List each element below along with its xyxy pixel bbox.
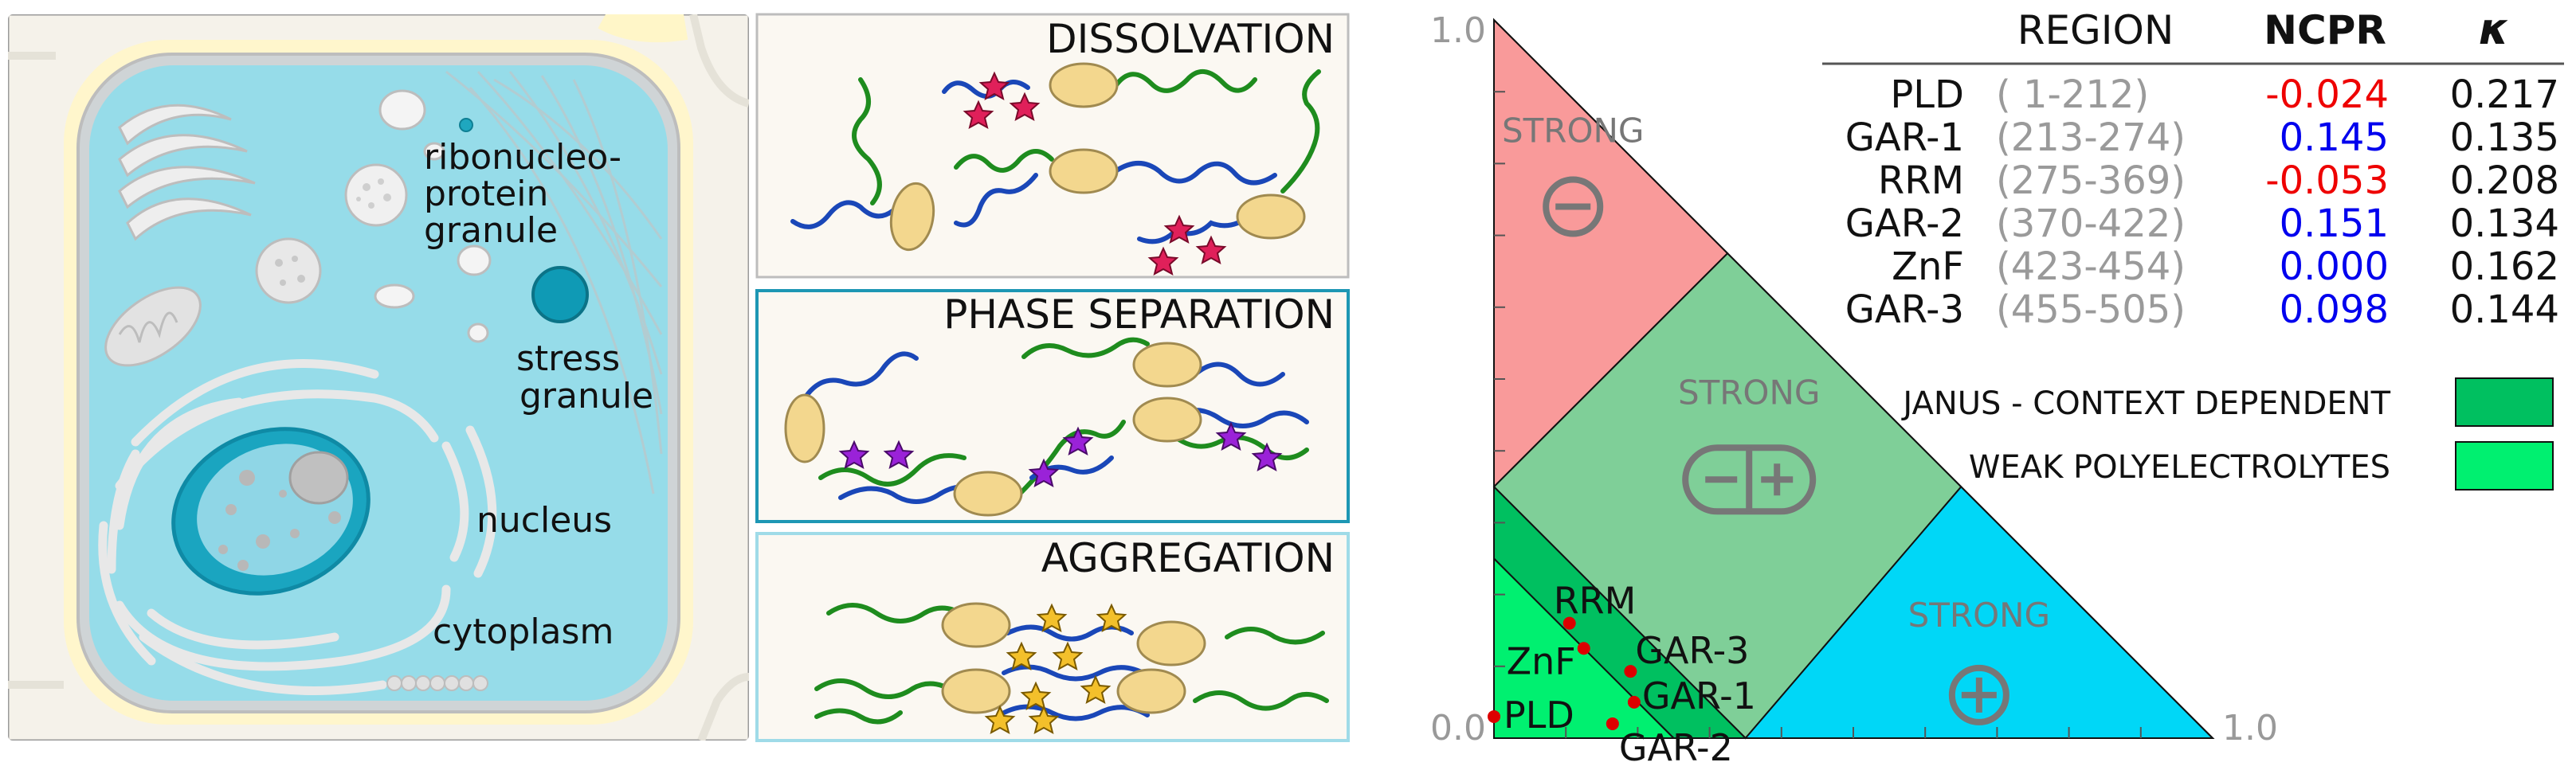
table-cell-ncpr: 0.145 [2280, 115, 2389, 160]
table-cell-ncpr: -0.024 [2265, 72, 2389, 117]
legend-weak-swatch [2455, 441, 2554, 491]
ncpr-table: REGION NCPR κ PLD ( 1-212) -0.024 0.217GAR-… [1822, 4, 2564, 332]
table-cell-ncpr: -0.053 [2265, 158, 2389, 203]
data-point-pld [1488, 709, 1500, 723]
table-cell-ncpr: 0.151 [2280, 201, 2389, 246]
data-point-label-gar-2: GAR-2 [1619, 726, 1733, 769]
table-cell-range: (213-274) [1996, 115, 2186, 160]
table-cell-range: (455-505) [1996, 287, 2186, 332]
ribonucleoprotein-granule-marker [459, 118, 473, 132]
table-cell-kappa: 0.135 [2450, 115, 2559, 160]
axis-tick-top: 1.0 [1430, 10, 1486, 51]
stress-granule-marker [531, 266, 589, 323]
legend-janus-swatch [2455, 377, 2554, 427]
table-cell-region: GAR-2 [1845, 201, 1964, 246]
peroxisome [255, 237, 322, 304]
data-point-rrm [1562, 616, 1576, 630]
data-point-label-gar-1: GAR-1 [1642, 674, 1756, 717]
data-point-label-rrm: RRM [1554, 580, 1637, 623]
cytoskeleton [445, 70, 663, 494]
data-point-znf [1577, 642, 1590, 655]
table-header-kappa: κ [2479, 4, 2509, 54]
axis-tick-origin: 0.0 [1430, 708, 1486, 749]
table-cell-region: GAR-3 [1845, 287, 1964, 332]
table-cell-kappa: 0.217 [2450, 72, 2559, 117]
table-header-ncpr: NCPR [2264, 7, 2386, 53]
table-cell-region: ZnF [1892, 244, 1964, 289]
table-cell-ncpr: 0.000 [2280, 244, 2389, 289]
mitochondrion [104, 286, 202, 367]
ribosome-chain [386, 675, 488, 691]
minus-plus-pill-icon [1682, 444, 1817, 515]
rnp-label-line2: protein [424, 174, 548, 214]
lysosome [344, 163, 408, 227]
panel-dissolvation-title: DISSOLVATION [1046, 16, 1335, 62]
legend: JANUS - CONTEXT DEPENDENT WEAK POLYELECT… [1900, 377, 2554, 491]
table-cell-region: RRM [1878, 158, 1964, 203]
data-point-gar-3 [1624, 665, 1637, 678]
table-header-region: REGION [2017, 7, 2174, 53]
table-cell-kappa: 0.162 [2450, 244, 2559, 289]
panel-phase-separation: PHASE SEPARATION [755, 289, 1350, 523]
data-point-label-pld: PLD [1504, 694, 1574, 737]
panel-phase-separation-title: PHASE SEPARATION [943, 291, 1335, 338]
legend-janus-label: JANUS - CONTEXT DEPENDENT [1900, 385, 2390, 422]
plus-circle-icon [1948, 664, 2009, 725]
nucleus-label: nucleus [476, 500, 612, 541]
minus-circle-icon [1543, 176, 1604, 237]
table-cell-range: (275-369) [1996, 158, 2186, 203]
data-point-gar-2 [1606, 717, 1619, 730]
data-point-gar-1 [1627, 695, 1641, 709]
table-cell-region: PLD [1890, 72, 1964, 117]
table-cell-range: ( 1-212) [1996, 72, 2149, 117]
table-cell-kappa: 0.134 [2450, 201, 2559, 246]
nucleolus [288, 451, 349, 505]
panel-dissolvation: DISSOLVATION [755, 13, 1350, 279]
data-point-label-gar-3: GAR-3 [1635, 629, 1749, 672]
cell-panel: ribonucleo- protein granule stress granu… [8, 14, 749, 741]
vesicle [378, 89, 426, 131]
golgi [118, 104, 256, 241]
panel-aggregation: AGGREGATION [755, 532, 1350, 742]
table-cell-range: (423-454) [1996, 244, 2186, 289]
axis-tick-right: 1.0 [2222, 708, 2278, 749]
cytoplasm-label: cytoplasm [433, 612, 614, 652]
stress-label-line1: stress [516, 338, 620, 379]
panel-aggregation-title: AGGREGATION [1041, 535, 1335, 581]
ternary-diagram: STRONG STRONG STRONG 1.0 0.0 1.0 PLD RRM Z… [1430, 10, 2278, 769]
stress-label-line2: granule [520, 376, 653, 416]
nucleus-organelle [171, 427, 371, 596]
axis-ticks [1494, 91, 2142, 738]
table-cell-region: GAR-1 [1845, 115, 1964, 160]
strong-positive-label: STRONG [1908, 596, 2051, 635]
rnp-label-line1: ribonucleo- [424, 137, 621, 178]
strong-negative-label: STRONG [1502, 111, 1645, 150]
table-cell-range: (370-422) [1996, 201, 2186, 246]
table-cell-kappa: 0.144 [2450, 287, 2559, 332]
legend-weak-label: WEAK POLYELECTROLYTES [1969, 449, 2390, 486]
endoplasmic-reticulum [98, 358, 497, 695]
rnp-label-line3: granule [424, 210, 558, 251]
table-cell-kappa: 0.208 [2450, 158, 2559, 203]
data-point-label-znf: ZnF [1507, 639, 1576, 682]
table-cell-ncpr: 0.098 [2280, 287, 2389, 332]
strong-mixed-label: STRONG [1678, 373, 1821, 412]
